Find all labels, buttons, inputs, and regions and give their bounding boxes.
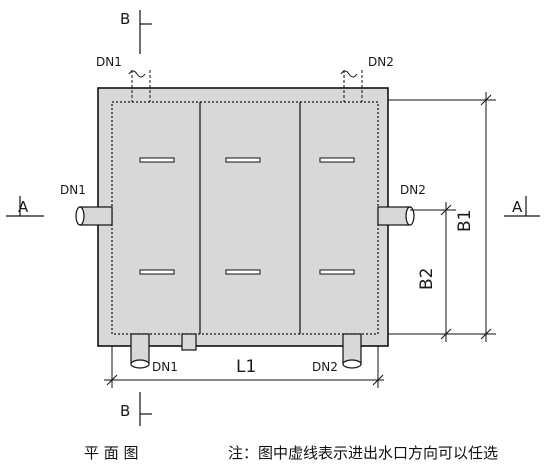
dimension-b1: [388, 92, 496, 342]
pipe-top-right: [340, 70, 363, 102]
section-label-b-top: B: [120, 10, 130, 28]
dimension-l1: [104, 346, 384, 388]
pipe-bottom-left: [130, 333, 150, 369]
pipe-top-left: [128, 70, 151, 102]
baffle-slots: [139, 157, 355, 275]
pipe-left: [75, 206, 113, 226]
tank-outer-wall: [97, 87, 389, 347]
section-marker-b-top: [139, 10, 152, 54]
baffle-slot: [225, 157, 261, 163]
label-dn1-bottom: DN1: [152, 360, 178, 374]
section-marker-a-left: [6, 196, 44, 217]
baffle-slot: [319, 269, 355, 275]
pipe-right: [377, 206, 415, 226]
label-dn2-right: DN2: [400, 183, 426, 197]
dimension-label-b2: B2: [417, 268, 437, 290]
section-marker-b-bottom: [139, 392, 152, 426]
section-marker-a-right: [504, 196, 540, 217]
caption-title: 平 面 图: [84, 444, 139, 462]
label-dn2-top: DN2: [368, 55, 394, 69]
section-label-a-right: A: [512, 198, 523, 216]
baffle-slot: [139, 157, 175, 163]
label-dn1-top: DN1: [96, 55, 122, 69]
label-dn2-bottom: DN2: [312, 360, 338, 374]
baffle-slot: [319, 157, 355, 163]
dimension-label-b1: B1: [455, 210, 475, 232]
baffle-slot: [139, 269, 175, 275]
caption-note: 注：图中虚线表示进出水口方向可以任选: [228, 444, 498, 462]
label-dn1-left: DN1: [60, 183, 86, 197]
baffle-slot: [225, 269, 261, 275]
dimension-b2: [410, 202, 456, 342]
pipe-bottom-right: [342, 333, 362, 369]
section-label-a-left: A: [18, 198, 29, 216]
drain-stub: [181, 333, 197, 351]
dimension-label-l1: L1: [236, 357, 256, 377]
section-label-b-bottom: B: [120, 402, 130, 420]
